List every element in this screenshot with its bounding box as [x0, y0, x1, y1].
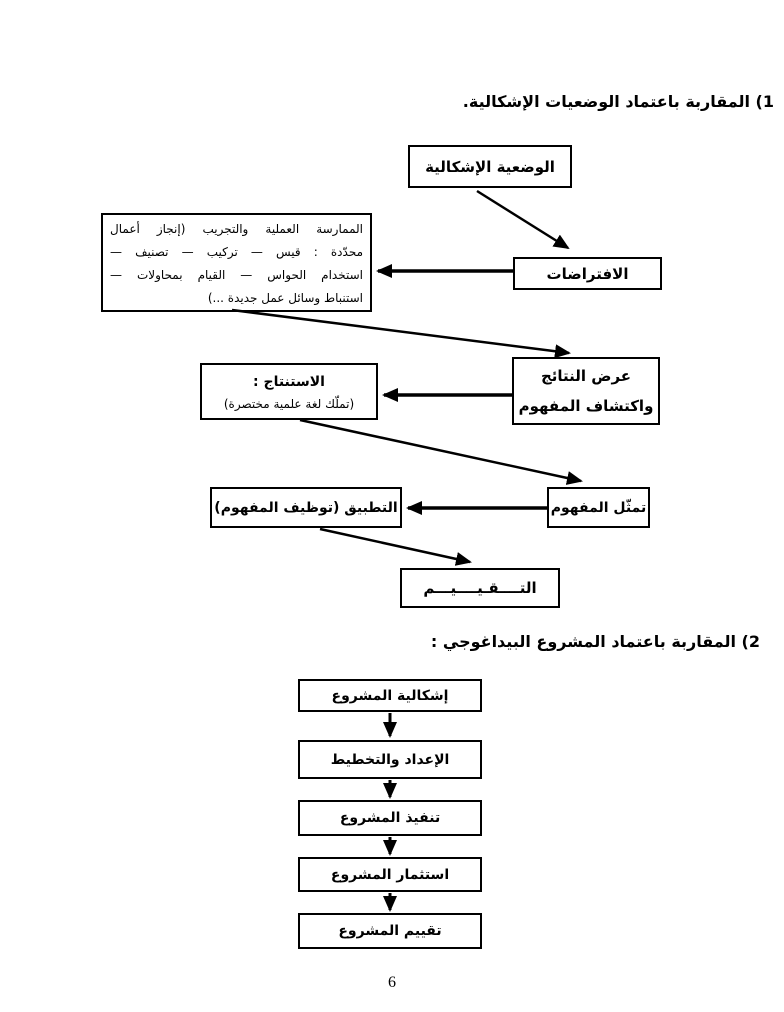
node-conclusion-title: الاستنتاج :	[253, 373, 325, 390]
node-practical-line: الممارسة العملية والتجريب (إنجاز أعمال	[110, 222, 363, 236]
node-problem-situation: الوضعية الإشكالية	[408, 145, 572, 188]
node-practical-line: محدّدة : قيس — تركيب — تصنيف —	[110, 245, 363, 259]
step-preparation-planning: الإعداد والتخطيط	[298, 740, 482, 779]
node-evaluation-label: التــــقـيــــيـــم	[423, 579, 537, 597]
step-label: تنفيذ المشروع	[339, 810, 441, 826]
node-practical-experimentation: الممارسة العملية والتجريب (إنجاز أعمال م…	[101, 213, 372, 312]
node-application: التطبيق (توظيف المفهوم)	[210, 487, 402, 528]
node-results-line1: عرض النتائج	[540, 367, 632, 385]
node-hypotheses-label: الافتراضات	[546, 264, 629, 283]
node-hypotheses: الافتراضات	[513, 257, 662, 290]
node-practical-line: استخدام الحواس — القيام بمحاولات —	[110, 268, 363, 282]
step-project-evaluation: تقييم المشروع	[298, 913, 482, 949]
step-label: تقييم المشروع	[338, 923, 442, 939]
node-concept-label: تمثّل المفهوم	[550, 499, 647, 516]
arrow-situation-to-hypotheses	[476, 189, 570, 250]
node-concept-assimilation: تمثّل المفهوم	[547, 487, 650, 528]
step-label: استثمار المشروع	[330, 866, 450, 883]
section-2-heading: 2) المقاربة باعتماد المشروع البيداغوجي :	[430, 632, 760, 651]
section-1-heading: 1) المقاربة باعتماد الوضعيات الإشكالية.	[462, 92, 774, 111]
step-project-execution: تنفيذ المشروع	[298, 800, 482, 836]
node-results-discovery: عرض النتائج واكتشاف المفهوم	[512, 357, 660, 425]
node-problem-situation-label: الوضعية الإشكالية	[425, 157, 555, 176]
node-conclusion: الاستنتاج : (تملّك لغة علمية مختصرة)	[200, 363, 378, 420]
step-project-exploitation: استثمار المشروع	[298, 857, 482, 892]
page-number: 6	[388, 974, 396, 991]
node-evaluation: التــــقـيــــيـــم	[400, 568, 560, 608]
arrow-practice-to-results	[231, 308, 571, 359]
arrow-conclusion-to-concept	[299, 418, 583, 485]
node-application-label: التطبيق (توظيف المفهوم)	[214, 499, 398, 516]
node-practical-line: استنباط وسائل عمل جديدة ...)	[207, 291, 363, 305]
step-project-problem: إشكالية المشروع	[298, 679, 482, 712]
step-label: الإعداد والتخطيط	[330, 751, 450, 768]
step-label: إشكالية المشروع	[331, 687, 449, 704]
node-conclusion-subtitle: (تملّك لغة علمية مختصرة)	[223, 396, 355, 411]
node-results-line2: واكتشاف المفهوم	[518, 397, 654, 415]
arrow-application-to-evaluation	[319, 527, 472, 566]
